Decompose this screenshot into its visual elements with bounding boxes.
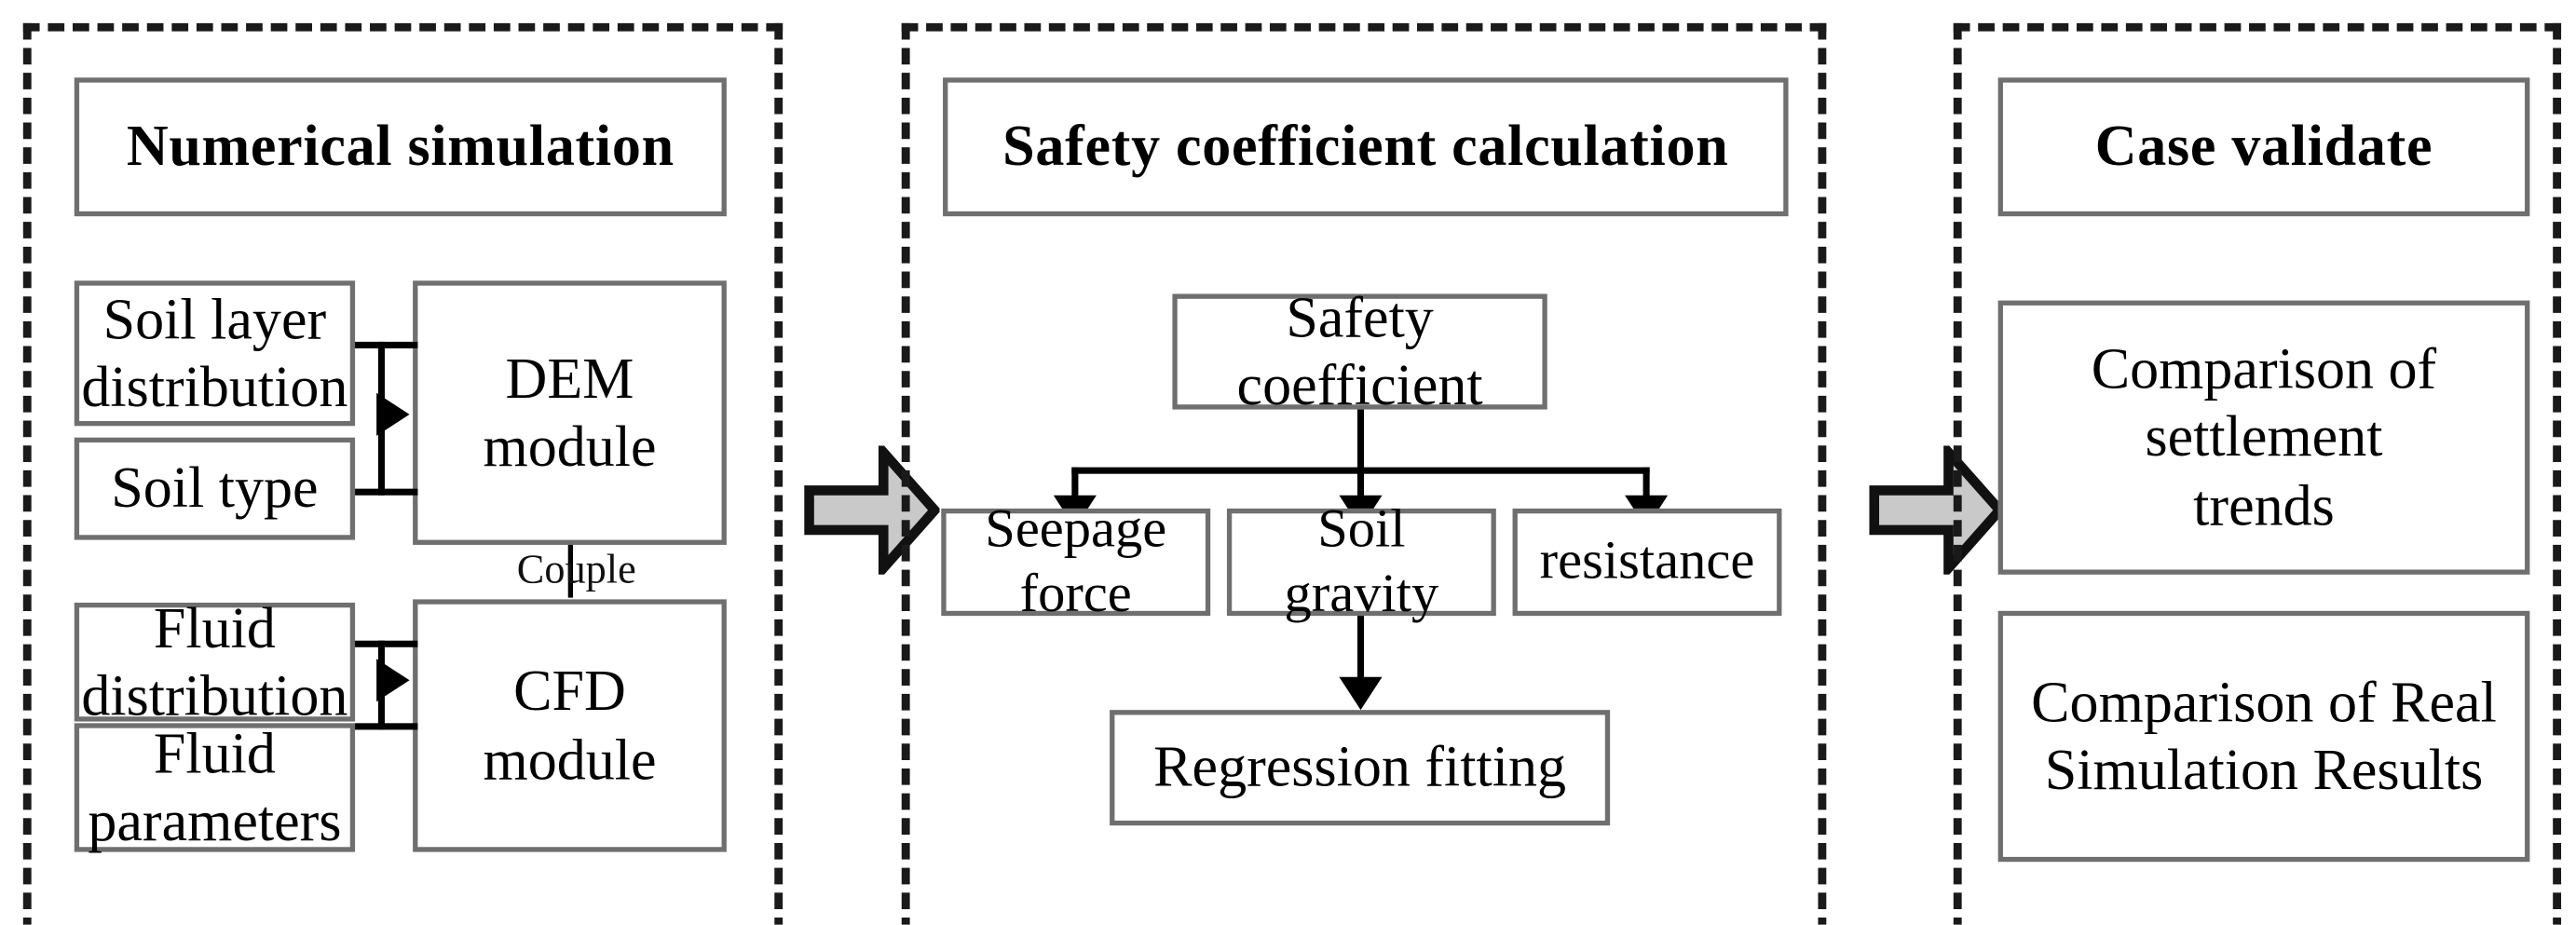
arrowhead-to-regression-fitting-icon	[1339, 676, 1383, 711]
node-fluid-parameters: Fluid parameters	[74, 721, 356, 853]
stage-header-safety-coefficient-calculation: Safety coefficient calculation	[943, 77, 1789, 217]
connector-couple-line	[567, 544, 574, 598]
node-fluid-distribution: Fluid distribution	[74, 595, 356, 728]
connector-fluid-distribution-horizontal	[355, 640, 418, 647]
arrowhead-fluid-to-cfd-icon	[376, 659, 410, 702]
node-regression-fitting: Regression fitting	[1110, 710, 1611, 826]
stage-header-case-validate: Case validate	[1997, 77, 2530, 217]
stage-header-numerical-simulation: Numerical simulation	[74, 77, 727, 217]
stage-arrow-2-to-3-icon	[1869, 445, 2005, 575]
connector-branch-mid-vertical	[1356, 467, 1365, 508]
stage-panel-case-validate	[1953, 22, 2562, 925]
node-soil-gravity: Soil gravity	[1226, 499, 1496, 623]
connector-soil-layer-horizontal	[355, 341, 418, 348]
node-safety-coefficient: Safety coefficient	[1172, 285, 1547, 417]
node-comparison-real-simulation-results: Comparison of Real Simulation Results	[1997, 610, 2530, 863]
node-comparison-settlement-trends: Comparison of settlement trends	[1997, 300, 2530, 575]
node-resistance: resistance	[1512, 508, 1782, 617]
connector-branch-right-vertical	[1642, 467, 1650, 508]
couple-label: Couple	[516, 548, 636, 593]
node-seepage-force: Seepage force	[941, 499, 1211, 623]
connector-safety-stem-vertical	[1356, 409, 1365, 472]
stage-panel-safety-coefficient-calculation	[901, 22, 1827, 925]
connector-fluid-parameters-horizontal	[355, 723, 418, 730]
stage-panel-numerical-simulation	[22, 22, 784, 925]
node-soil-type: Soil type	[74, 437, 356, 540]
connector-soil-type-horizontal	[355, 488, 418, 496]
node-soil-layer-distribution: Soil layer distribution	[74, 280, 356, 427]
node-cfd-module: CFD module	[413, 599, 727, 852]
connector-soilgravity-to-regression-vertical	[1356, 616, 1365, 686]
node-dem-module: DEM module	[413, 280, 727, 545]
connector-branch-left-vertical	[1071, 467, 1079, 508]
arrowhead-soil-to-dem-icon	[376, 392, 410, 436]
